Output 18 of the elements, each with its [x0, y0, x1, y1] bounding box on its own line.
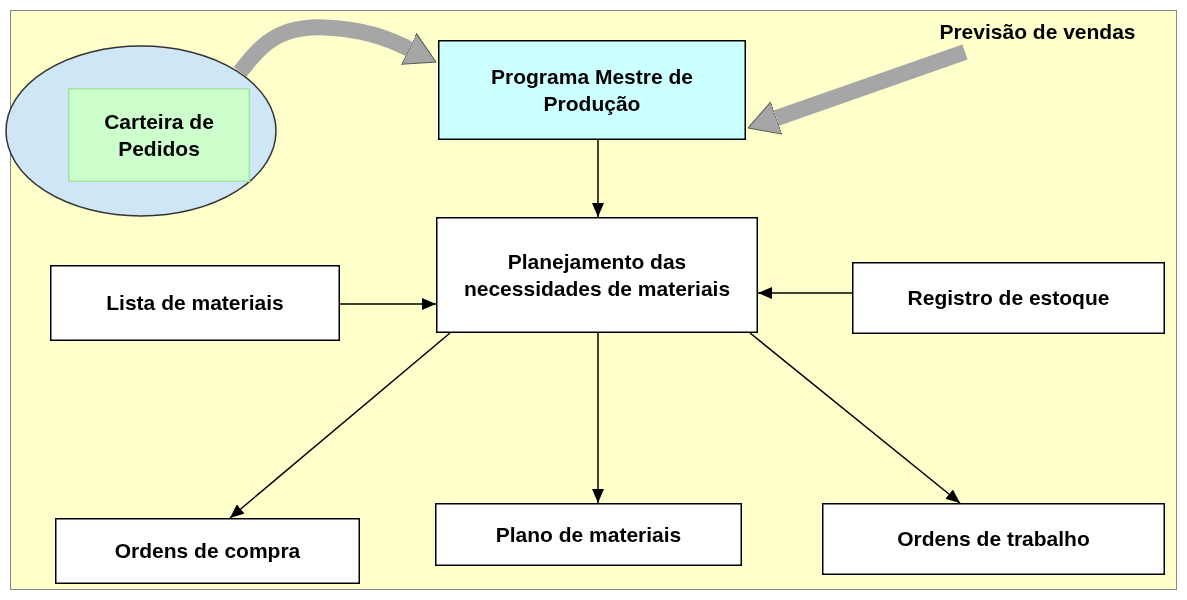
arrow — [233, 19, 437, 77]
arrow — [749, 332, 961, 504]
process-box: Ordens de trabalho — [822, 503, 1165, 575]
process-box: Programa Mestre de Produção — [438, 40, 746, 140]
process-box: Carteira de Pedidos — [68, 88, 250, 182]
process-box: Planejamento das necessidades de materiais — [436, 217, 758, 333]
process-box: Registro de estoque — [852, 262, 1165, 334]
ellipse — [5, 45, 277, 217]
arrow — [592, 139, 604, 218]
arrow — [747, 44, 968, 135]
arrow — [757, 287, 853, 299]
process-box: Lista de materiais — [50, 265, 340, 341]
process-box: Plano de materiais — [435, 503, 742, 566]
input-label: Previsão de vendas — [900, 14, 1175, 50]
process-box: Ordens de compra — [55, 518, 360, 584]
arrow — [229, 332, 451, 519]
arrow — [592, 332, 604, 504]
arrow — [339, 298, 437, 310]
